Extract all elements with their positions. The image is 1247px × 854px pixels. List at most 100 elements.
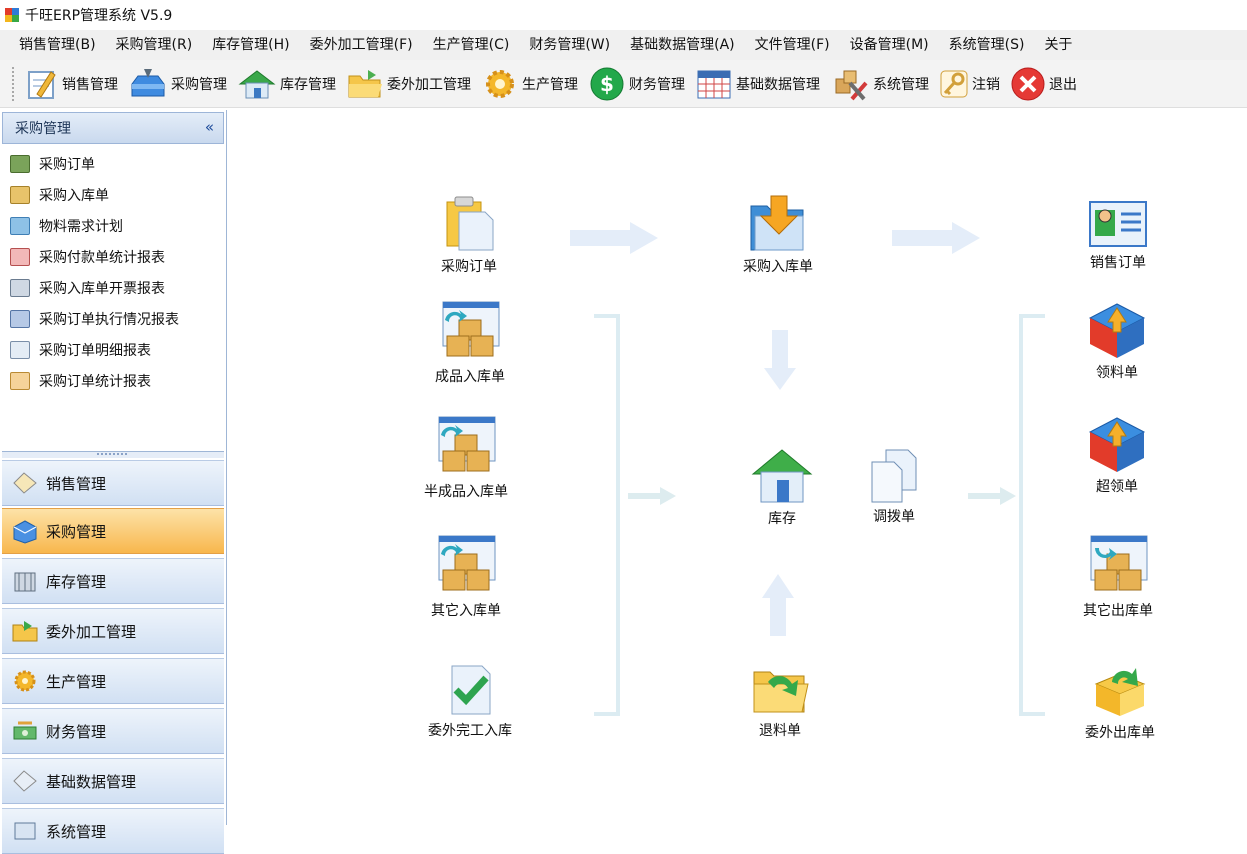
nav-purchase[interactable]: 采购管理: [2, 508, 224, 554]
sidebar-item-execution-report[interactable]: 采购订单执行情况报表: [0, 303, 224, 334]
nav-label: 销售管理: [46, 474, 107, 493]
nav-label: 库存管理: [46, 572, 107, 591]
window-title: 千旺ERP管理系统 V5.9: [25, 8, 173, 24]
title-bar: 千旺ERP管理系统 V5.9: [0, 0, 1247, 30]
node-label: 库存: [768, 511, 796, 527]
toolbar-finance-label: 财务管理: [629, 76, 685, 93]
menu-finance[interactable]: 财务管理(W): [529, 37, 611, 53]
nav-outsource[interactable]: 委外加工管理: [2, 608, 224, 654]
key-icon: [940, 70, 968, 97]
gear-icon: [14, 670, 36, 692]
toolbar-purchase-label: 采购管理: [171, 76, 227, 93]
nav-label: 生产管理: [46, 672, 107, 691]
sidebar-list: 采购订单 采购入库单 物料需求计划 采购付款单统计报表 采购入库单开票报表 采购…: [0, 148, 224, 396]
sidebar-splitter[interactable]: [2, 451, 224, 458]
menu-basic-data[interactable]: 基础数据管理(A): [630, 37, 735, 53]
sidebar-item-label: 采购订单执行情况报表: [39, 311, 179, 328]
sidebar-item-invoice-report[interactable]: 采购入库单开票报表: [0, 272, 224, 303]
node-outsource-done[interactable]: 委外完工入库: [420, 662, 520, 740]
toolbar-exit-button[interactable]: 退出: [1010, 64, 1077, 104]
calendar-grid-icon: [697, 70, 731, 98]
clipboard-icon: [446, 196, 494, 251]
node-purchase-order[interactable]: 采购订单: [436, 194, 502, 276]
node-picking[interactable]: 领料单: [1084, 300, 1150, 382]
node-label: 其它出库单: [1083, 603, 1153, 619]
sidebar-item-label: 采购付款单统计报表: [39, 249, 165, 266]
pencil-note-icon: [28, 70, 56, 99]
node-sales-order[interactable]: 销售订单: [1082, 196, 1154, 272]
toolbar-inventory-button[interactable]: 库存管理: [237, 64, 336, 104]
app-logo-icon: [5, 8, 19, 22]
node-semi-receipt[interactable]: 半成品入库单: [416, 415, 516, 501]
nav-sales[interactable]: 销售管理: [2, 460, 224, 506]
toolbar-system-button[interactable]: 系统管理: [830, 64, 929, 104]
nav-basic-data[interactable]: 基础数据管理: [2, 758, 224, 804]
nav-label: 财务管理: [46, 722, 107, 741]
sidebar-item-purchase-order[interactable]: 采购订单: [0, 148, 224, 179]
sidebar-item-mrp[interactable]: 物料需求计划: [0, 210, 224, 241]
nav-inventory[interactable]: 库存管理: [2, 558, 224, 604]
boxes-receipt-icon: [438, 416, 496, 472]
toolbar: 销售管理 采购管理 库存管理 委外加工管理 生产管理: [0, 60, 1247, 108]
toolbar-sales-button[interactable]: 销售管理: [23, 64, 118, 104]
node-label: 采购订单: [441, 259, 497, 275]
toolbar-basic-data-label: 基础数据管理: [736, 76, 820, 93]
toolbar-sales-label: 销售管理: [62, 76, 118, 93]
nav-label: 系统管理: [46, 822, 107, 841]
toolbar-logout-button[interactable]: 注销: [939, 64, 1000, 104]
warehouse-house-icon: [238, 69, 276, 98]
toolbar-production-label: 生产管理: [522, 76, 578, 93]
documents-icon: [871, 449, 917, 503]
open-box-icon: [1094, 668, 1146, 716]
sidebar-item-payment-report[interactable]: 采购付款单统计报表: [0, 241, 224, 272]
menu-about[interactable]: 关于: [1044, 37, 1073, 53]
toolbar-production-button[interactable]: 生产管理: [481, 64, 578, 104]
dollar-icon: $: [590, 67, 624, 100]
arrow-right-icon: [570, 222, 658, 254]
node-outsource-issue[interactable]: 委外出库单: [1076, 664, 1164, 742]
node-over-picking[interactable]: 超领单: [1084, 414, 1150, 496]
arrow-down-icon: [764, 330, 796, 390]
folder-icon: [348, 69, 382, 97]
collapse-icon[interactable]: «: [204, 118, 214, 136]
arrow-up-icon: [762, 574, 794, 636]
node-transfer[interactable]: 调拨单: [864, 448, 924, 526]
node-purchase-receipt[interactable]: 采购入库单: [736, 194, 820, 276]
svg-text:$: $: [600, 72, 614, 96]
toolbar-purchase-button[interactable]: 采购管理: [128, 64, 227, 104]
nav-finance[interactable]: 财务管理: [2, 708, 224, 754]
outsource-folder-icon: [12, 621, 38, 642]
sidebar-item-purchase-receipt[interactable]: 采购入库单: [0, 179, 224, 210]
folder-download-icon: [750, 195, 804, 251]
toolbar-basic-data-button[interactable]: 基础数据管理: [695, 64, 820, 104]
nav-production[interactable]: 生产管理: [2, 658, 224, 704]
node-return-material[interactable]: 退料单: [746, 662, 814, 740]
toolbar-grip[interactable]: [12, 66, 17, 101]
sidebar-item-detail-report[interactable]: 采购订单明细报表: [0, 334, 224, 365]
tray-icon: [131, 68, 165, 96]
menu-system[interactable]: 系统管理(S): [948, 37, 1025, 53]
node-inventory[interactable]: 库存: [751, 446, 813, 528]
menu-inventory[interactable]: 库存管理(H): [212, 37, 290, 53]
menu-files[interactable]: 文件管理(F): [754, 37, 830, 53]
toolbar-outsource-button[interactable]: 委外加工管理: [346, 64, 471, 104]
sidebar-item-statistics-report[interactable]: 采购订单统计报表: [0, 365, 224, 396]
menu-equipment[interactable]: 设备管理(M): [849, 37, 929, 53]
arrow-right-icon: [892, 222, 980, 254]
node-other-receipt[interactable]: 其它入库单: [424, 534, 508, 620]
node-label: 其它入库单: [431, 603, 501, 619]
nav-system[interactable]: 系统管理: [2, 808, 224, 854]
nav-label: 采购管理: [46, 522, 107, 541]
arrow-right-icon: [968, 487, 1016, 505]
node-label: 销售订单: [1090, 255, 1146, 271]
node-other-issue[interactable]: 其它出库单: [1076, 534, 1160, 620]
toolbar-finance-button[interactable]: $ 财务管理: [588, 64, 685, 104]
chart-report-icon: [10, 371, 30, 390]
menu-production[interactable]: 生产管理(C): [432, 37, 510, 53]
node-finished-receipt[interactable]: 成品入库单: [424, 300, 516, 386]
menu-sales[interactable]: 销售管理(B): [19, 37, 96, 53]
menu-purchase[interactable]: 采购管理(R): [115, 37, 193, 53]
menu-outsource[interactable]: 委外加工管理(F): [309, 37, 413, 53]
report-icon: [10, 247, 30, 266]
cube-up-icon: [1088, 303, 1146, 358]
